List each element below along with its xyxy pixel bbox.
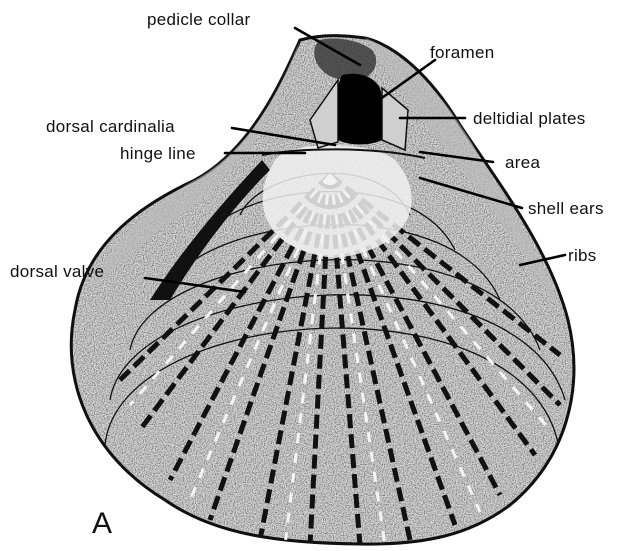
panel-letter: A	[92, 507, 112, 540]
label-hinge-line: hinge line	[120, 144, 196, 163]
label-dorsal-cardinalia: dorsal cardinalia	[46, 117, 175, 136]
label-dorsal-valve: dorsal valve	[10, 262, 104, 281]
label-deltidial-plates: deltidial plates	[473, 109, 586, 128]
label-shell-ears: shell ears	[528, 199, 604, 218]
label-area: area	[505, 153, 540, 172]
foramen-opening	[335, 74, 384, 145]
label-ribs: ribs	[568, 246, 597, 265]
label-pedicle-collar: pedicle collar	[147, 10, 250, 29]
brachiopod-shell	[60, 30, 580, 550]
label-foramen: foramen	[430, 43, 494, 62]
